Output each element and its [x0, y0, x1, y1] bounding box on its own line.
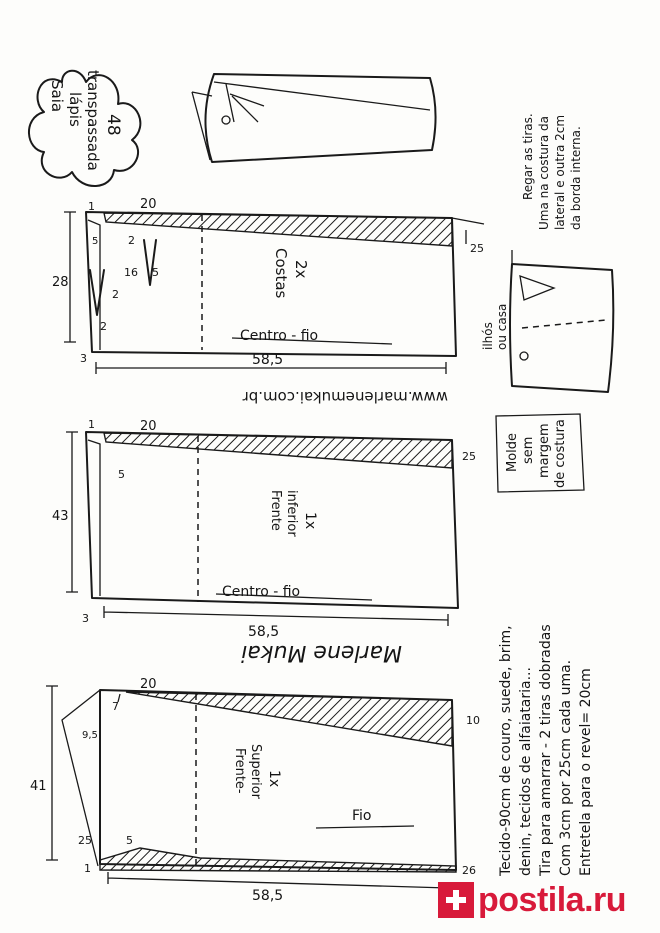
materials-line4: Com 3cm por 25cm cada uma.	[558, 660, 574, 876]
note-line3: lateral e outra 2cm	[553, 115, 567, 230]
front-upper-dim-1: 1	[84, 862, 91, 875]
back-dim-5b: 5	[152, 266, 159, 279]
plus-icon	[438, 882, 474, 918]
back-dim-1: 1	[88, 200, 95, 213]
back-dim-5: 5	[92, 236, 98, 247]
front-lower-dim-5: 5	[118, 468, 125, 481]
molde-note: Molde sem margem de costura	[495, 413, 585, 493]
website-text: www.marlenemukai.com.br	[242, 388, 448, 406]
front-lower-dim-1: 1	[88, 418, 95, 431]
watermark-logo[interactable]: postila.ru	[438, 880, 646, 920]
back-piece: 1 20 5 2 5 2 16 2 25 3 28 58,5 Centro - …	[52, 197, 485, 374]
front-upper-dim-7: 7	[112, 700, 119, 713]
back-dim-16: 16	[124, 266, 138, 279]
back-height: 28	[52, 275, 69, 290]
front-upper-fio: Fio	[352, 808, 372, 824]
title-line2: lápis	[66, 92, 84, 127]
front-upper-name2: Superior	[248, 744, 263, 800]
title-size: 48	[103, 114, 123, 136]
front-lower-dim-3: 3	[82, 612, 89, 625]
front-upper-dim-10: 10	[466, 714, 480, 727]
note-line4: da borda interna.	[569, 126, 583, 230]
front-lower-name: Frente	[268, 490, 283, 531]
front-upper-qty: 1x	[266, 770, 282, 787]
back-dim-2b: 2	[112, 288, 119, 301]
front-upper-dim-26: 26	[462, 864, 476, 877]
molde-line4: de costura	[553, 419, 568, 488]
front-lower-width: 58,5	[248, 624, 279, 640]
title-line3: transpassada	[84, 70, 102, 171]
front-upper-width: 58,5	[252, 888, 283, 904]
front-lower-centro-fio: Centro - fio	[222, 584, 300, 600]
watermark-text: postila.ru	[478, 880, 627, 919]
front-upper-dim-25: 25	[78, 834, 92, 847]
front-upper-name: Frente-	[232, 748, 247, 794]
front-lower-name2: inferior	[284, 490, 299, 537]
note-line2: Uma na costura da	[537, 116, 551, 230]
note-ou-casa: ou casa	[495, 304, 509, 350]
back-dim-20: 20	[140, 197, 157, 212]
skirt-sketch	[191, 73, 437, 163]
materials-line3: Tira para amarrar - 2 tiras dobradas	[538, 624, 554, 877]
back-name: Costas	[272, 248, 290, 299]
back-qty: 2x	[292, 260, 310, 279]
back-centro-fio: Centro - fio	[240, 328, 318, 344]
title-cloud: Saia lápis transpassada 48	[28, 69, 142, 187]
front-lower-height: 43	[52, 509, 69, 524]
front-upper-dim-20: 20	[140, 677, 157, 692]
back-dim-25: 25	[470, 242, 484, 255]
note-ilhos: ilhós	[481, 322, 495, 350]
materials-line1: Tecido-90cm de couro, suede, brim,	[498, 625, 514, 877]
front-lower-qty: 1x	[302, 512, 318, 529]
title-line1: Saia	[48, 80, 66, 112]
front-upper-dim-9-5: 9,5	[82, 730, 98, 741]
molde-line3: margem	[537, 423, 552, 478]
back-dim-2: 2	[128, 234, 135, 247]
front-lower-dim-20: 20	[140, 419, 157, 434]
front-upper-dim-5: 5	[126, 834, 133, 847]
signature: Marlene Mukai	[241, 640, 402, 665]
note-line1: Regar as tiras.	[521, 113, 535, 200]
molde-line2: sem	[521, 437, 536, 464]
front-lower-piece: 1 20 5 25 3 43 58,5 Centro - fio Frente …	[52, 418, 476, 640]
materials-line2: denin, tecidos de alfaiataria...	[518, 667, 534, 876]
materials-line5: Entretela para o revel= 20cm	[578, 668, 594, 876]
front-lower-dim-25: 25	[462, 450, 476, 463]
front-upper-piece: 20 9,5 7 10 25 5 1 26 41 58,5 Fio Frente…	[30, 677, 480, 904]
back-dim-3: 3	[80, 352, 87, 365]
back-dim-2c: 2	[100, 320, 107, 333]
strap-sketch	[509, 250, 615, 393]
front-upper-height: 41	[30, 779, 47, 794]
molde-line1: Molde	[505, 433, 520, 472]
back-width: 58,5	[252, 352, 283, 368]
